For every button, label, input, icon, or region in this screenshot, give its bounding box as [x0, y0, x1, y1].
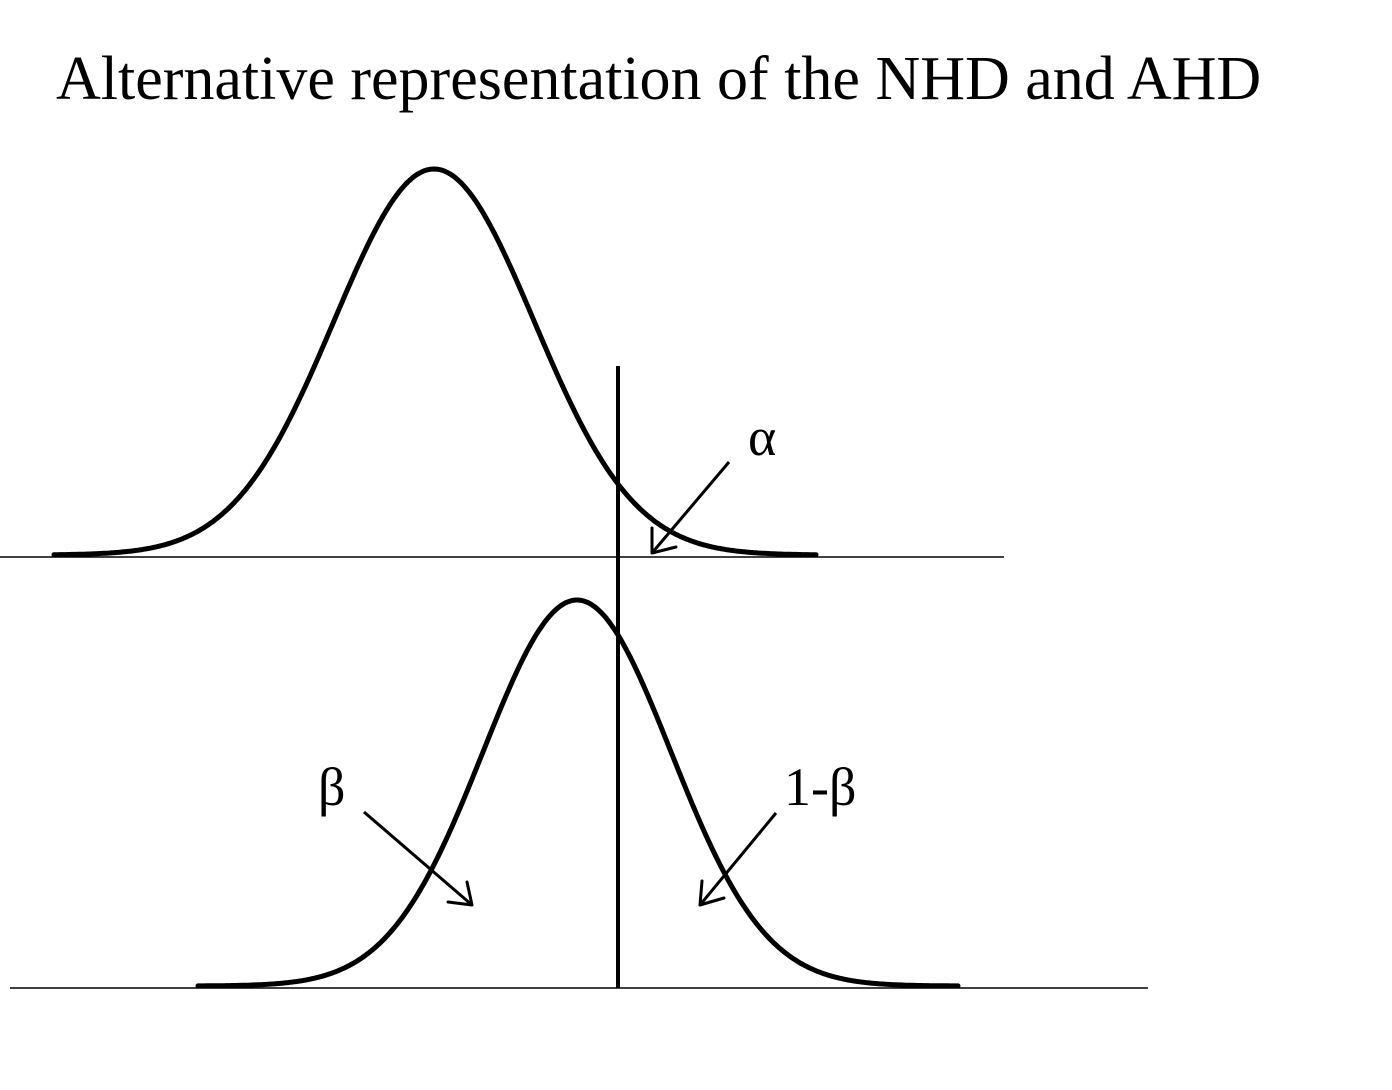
power-arrow [698, 812, 778, 907]
power-label: 1-β [784, 757, 856, 817]
alpha-label: α [748, 407, 776, 467]
alternative-hypothesis-distribution-curve [195, 597, 961, 989]
beta-label: β [318, 757, 345, 817]
beta-arrow [363, 810, 474, 907]
slide-title: Alternative representation of the NHD an… [56, 45, 1262, 113]
null-hypothesis-distribution-curve [51, 166, 819, 558]
alpha-arrow [650, 461, 731, 555]
